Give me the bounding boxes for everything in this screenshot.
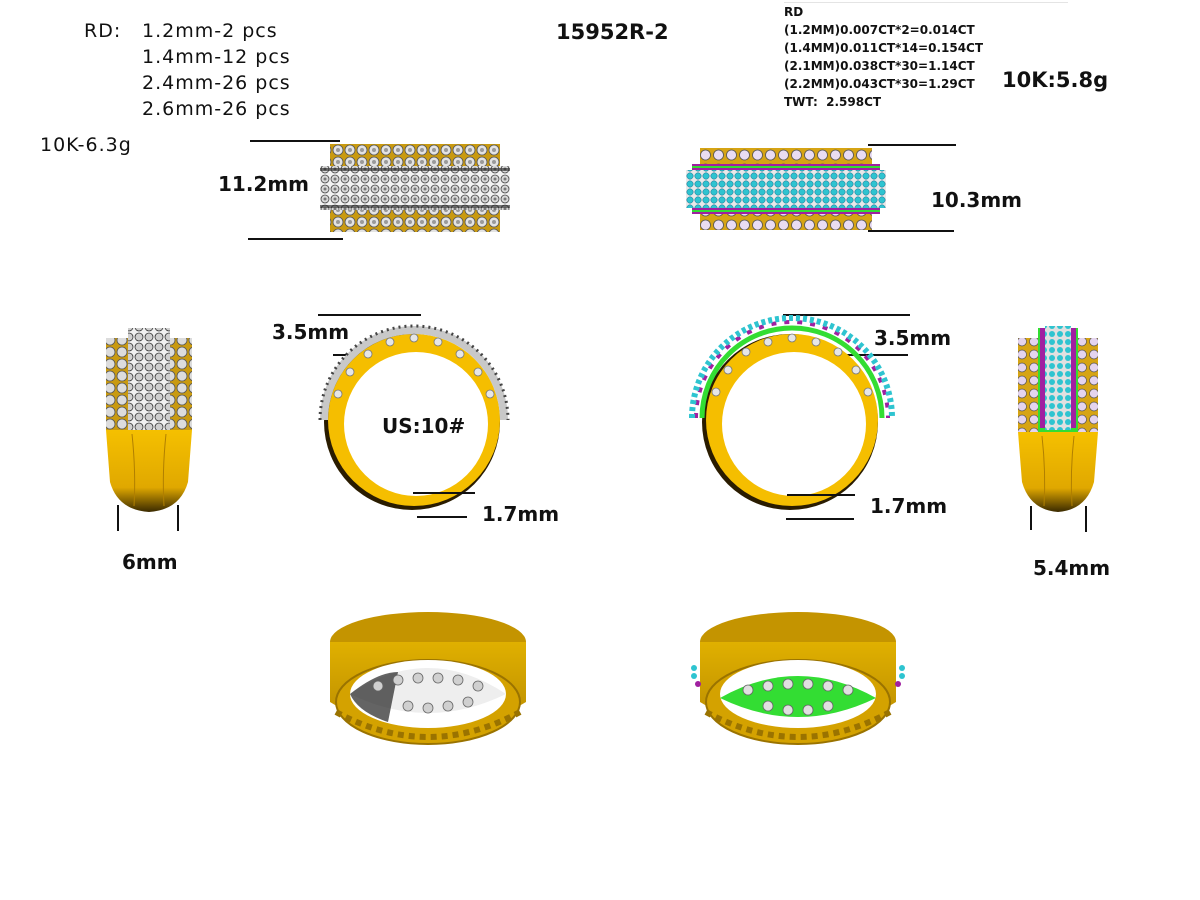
- right-profile-height-label: 3.5mm: [874, 326, 952, 350]
- right-top-view: [686, 148, 886, 230]
- right-perspective-view: [691, 612, 905, 745]
- dimension-line: [417, 516, 467, 518]
- left-profile-height-label: 3.5mm: [272, 320, 350, 344]
- stone-spec-line: 1.4mm-12 pcs: [142, 46, 291, 68]
- total-weight-line: TWT: 2.598CT: [784, 95, 882, 109]
- right-top-width-label: 10.3mm: [931, 188, 1023, 212]
- dimension-line: [868, 144, 956, 146]
- right-front-view: [689, 315, 895, 510]
- stone-spec-line: 2.6mm-26 pcs: [142, 98, 291, 120]
- carat-line: (1.2MM)0.007CT*2=0.014CT: [784, 23, 975, 37]
- stone-spec-line: 2.4mm-26 pcs: [142, 72, 291, 94]
- dimension-tick: [1085, 506, 1087, 532]
- model-number: 15952R-2: [556, 20, 669, 44]
- top-divider: [784, 2, 1068, 3]
- left-shank-thickness-label: 1.7mm: [482, 502, 560, 526]
- ring-size-label: US:10#: [382, 414, 466, 438]
- left-top-width-label: 11.2mm: [218, 172, 310, 196]
- left-side-view: [106, 328, 192, 512]
- dimension-line: [868, 230, 954, 232]
- right-side-view: [1018, 326, 1098, 512]
- left-top-view: [320, 144, 510, 232]
- stone-spec-line: 1.2mm-2 pcs: [142, 20, 278, 42]
- dimension-tick: [117, 505, 119, 531]
- right-shank-thickness-label: 1.7mm: [870, 494, 948, 518]
- dimension-line: [783, 314, 910, 316]
- dimension-line: [786, 518, 854, 520]
- dimension-line: [318, 314, 421, 316]
- left-perspective-view: [330, 612, 526, 745]
- dimension-tick: [177, 505, 179, 531]
- dimension-line: [787, 494, 855, 496]
- spec-title: RD: [784, 5, 804, 19]
- right-metal-weight: 10K:5.8g: [1002, 68, 1109, 92]
- carat-line: (1.4MM)0.011CT*14=0.154CT: [784, 41, 984, 55]
- dimension-tick: [1030, 506, 1032, 530]
- left-metal-weight: 10K-6.3g: [40, 134, 132, 156]
- dimension-line: [250, 140, 340, 142]
- right-side-width-label: 5.4mm: [1033, 556, 1111, 580]
- left-front-view: [318, 324, 510, 510]
- dimension-line: [248, 238, 343, 240]
- left-side-width-label: 6mm: [122, 550, 178, 574]
- carat-line: (2.1MM)0.038CT*30=1.14CT: [784, 59, 975, 73]
- dimension-line: [413, 492, 475, 494]
- rd-label: RD:: [84, 20, 122, 42]
- carat-line: (2.2MM)0.043CT*30=1.29CT: [784, 77, 975, 91]
